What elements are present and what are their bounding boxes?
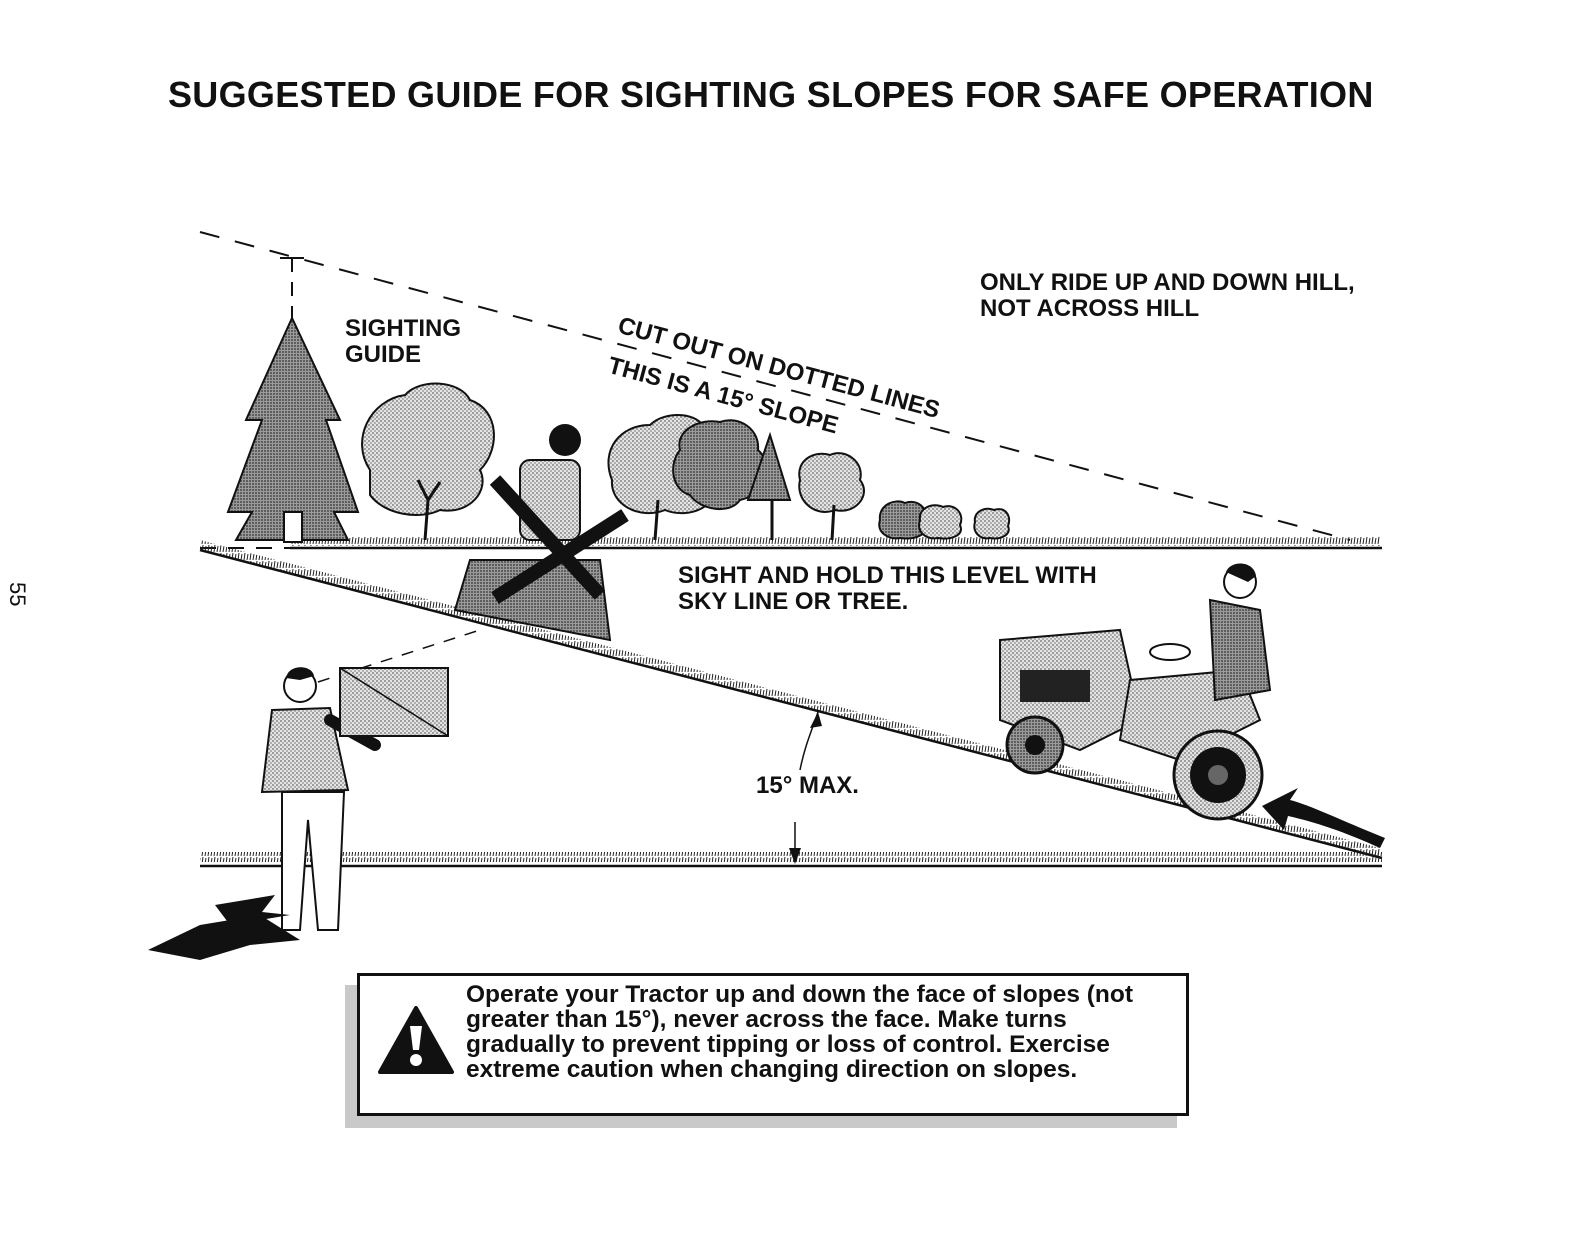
shadow-arrow-icon — [215, 895, 290, 925]
slope-illustration — [0, 0, 1585, 960]
pine-tree — [228, 318, 358, 542]
person-with-sighting-guide — [148, 667, 448, 960]
sight-hold-label: SIGHT AND HOLD THIS LEVEL WITH SKY LINE … — [678, 563, 1097, 615]
warning-box: Operate your Tractor up and down the fac… — [357, 973, 1189, 1116]
max-angle-label: 15° MAX. — [756, 773, 859, 799]
ride-label: ONLY RIDE UP AND DOWN HILL, NOT ACROSS H… — [980, 270, 1355, 322]
round-tree-left — [362, 384, 494, 540]
warning-text: Operate your Tractor up and down the fac… — [466, 982, 1166, 1082]
warning-triangle-icon — [378, 1006, 454, 1076]
sighting-guide-label: SIGHTING GUIDE — [345, 316, 461, 368]
